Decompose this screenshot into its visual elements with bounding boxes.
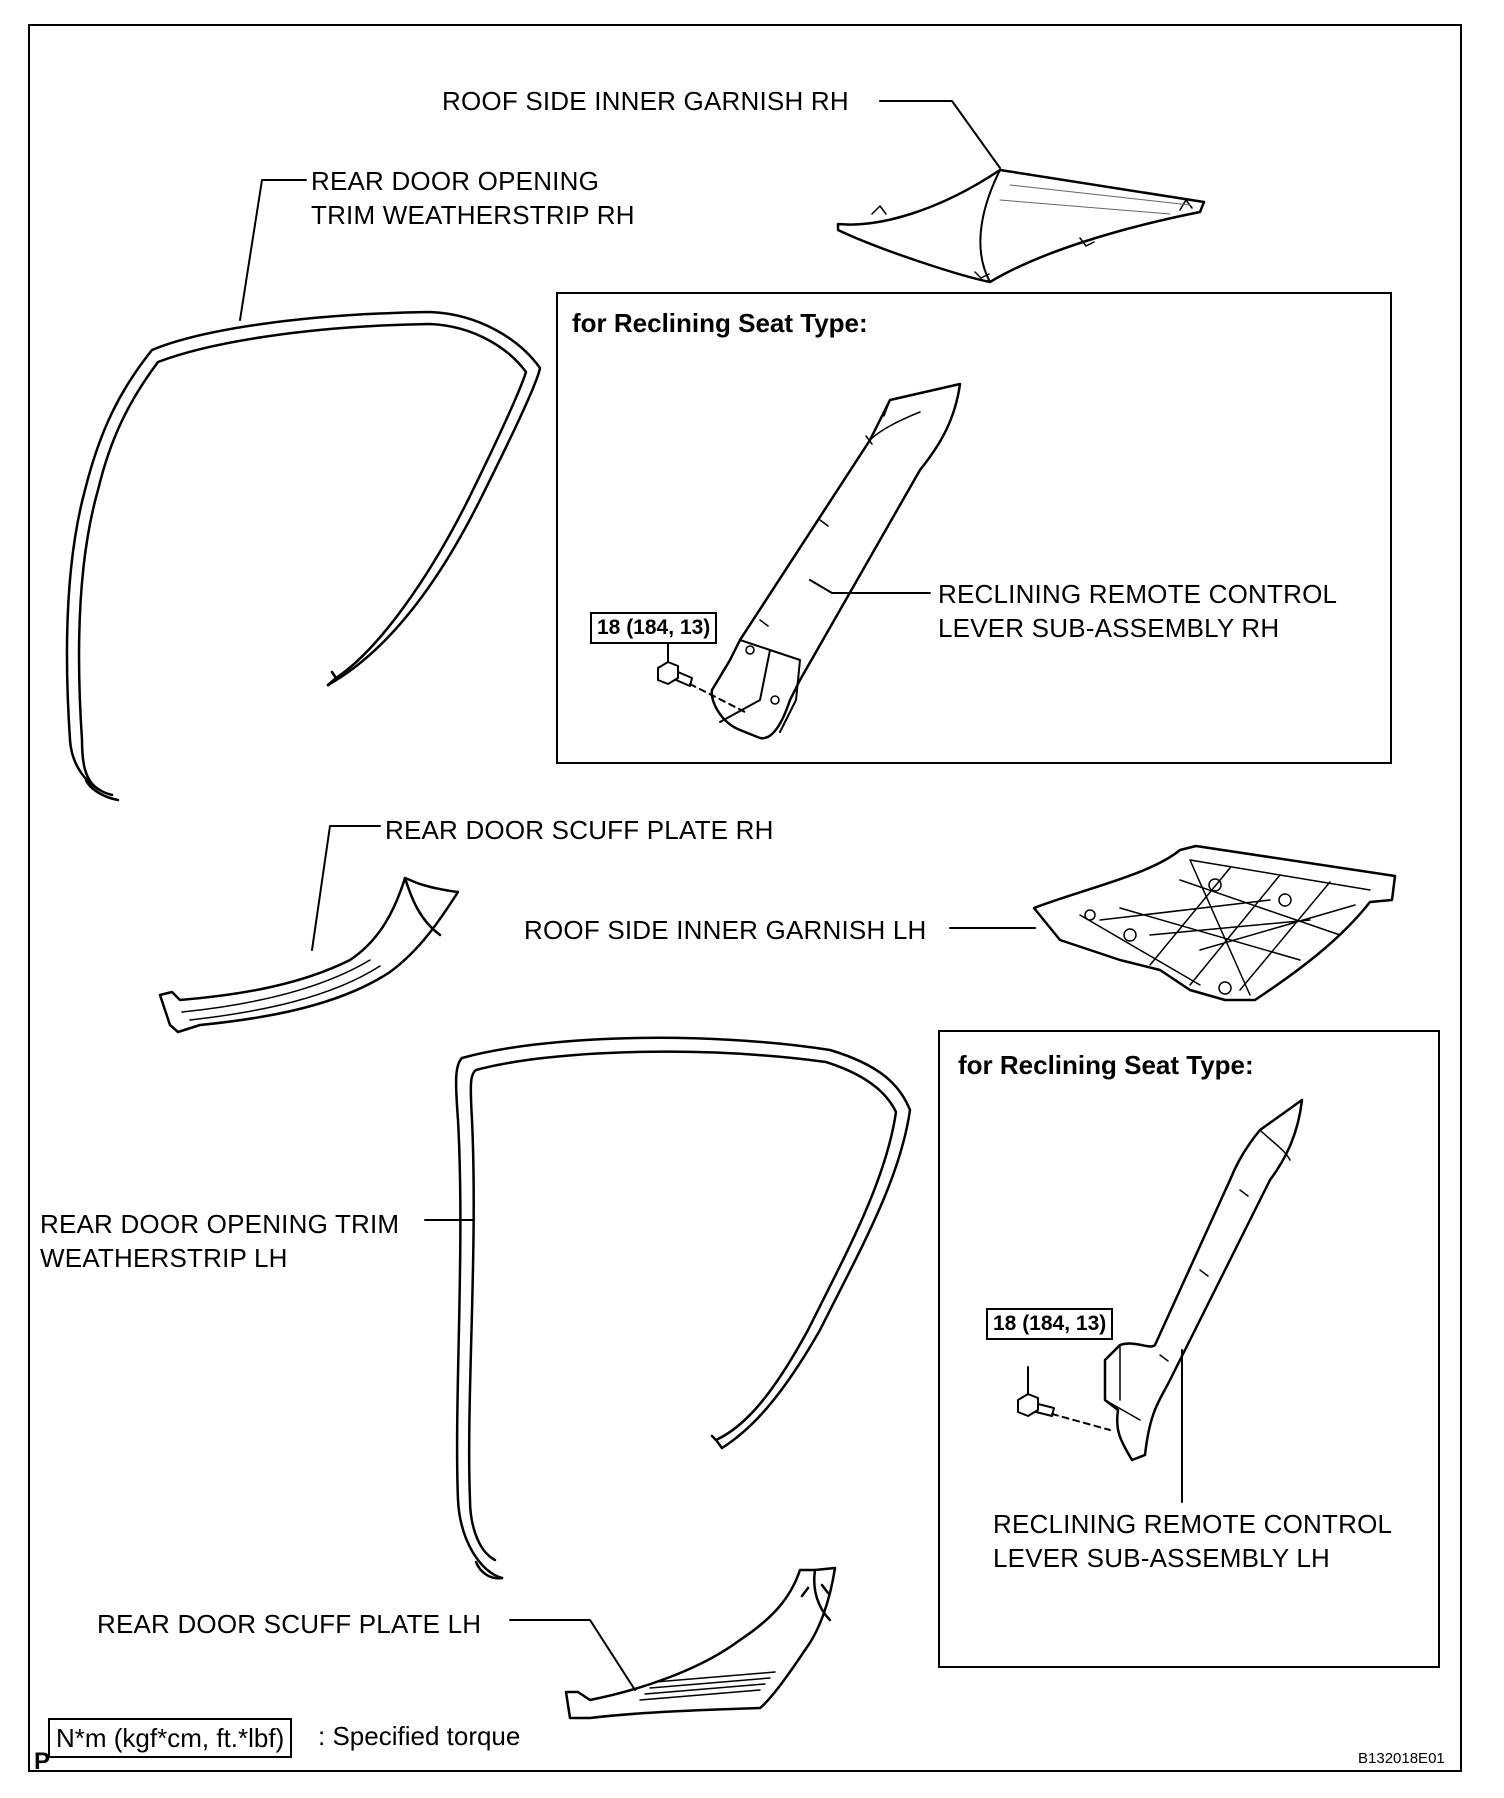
label-scuff-plate-rh: REAR DOOR SCUFF PLATE RH	[385, 815, 774, 845]
inset-box-lh	[938, 1030, 1440, 1668]
label-weatherstrip-rh-line1: REAR DOOR OPENING	[311, 166, 599, 196]
leader-scuff-plate-lh	[509, 1619, 636, 1691]
label-weatherstrip-lh-line1: REAR DOOR OPENING TRIM	[40, 1209, 400, 1239]
inset-box-rh	[556, 292, 1392, 764]
legend-description: : Specified torque	[318, 1721, 521, 1751]
legend-unit-box: N*m (kgf*cm, ft.*lbf)	[48, 1718, 293, 1758]
label-lever-rh-line2: LEVER SUB-ASSEMBLY RH	[938, 613, 1280, 643]
leader-roof-garnish-rh	[879, 100, 1001, 169]
label-lever-lh-line1: RECLINING REMOTE CONTROL	[993, 1509, 1393, 1539]
roof-side-inner-garnish-lh	[1032, 844, 1397, 1002]
torque-spec-lh: 18 (184, 13)	[986, 1308, 1114, 1340]
reclining-lever-rh	[710, 382, 962, 740]
figure-code: B132018E01	[1358, 1750, 1445, 1767]
inset-title-rh: for Reclining Seat Type:	[572, 308, 868, 338]
label-weatherstrip-rh-line2: TRIM WEATHERSTRIP RH	[311, 200, 635, 230]
rear-door-opening-trim-weatherstrip-lh	[454, 1036, 912, 1580]
label-roof-garnish-lh: ROOF SIDE INNER GARNISH LH	[524, 915, 927, 945]
rear-door-scuff-plate-rh	[158, 876, 460, 1034]
label-scuff-plate-lh: REAR DOOR SCUFF PLATE LH	[97, 1609, 482, 1639]
roof-side-inner-garnish-rh	[836, 168, 1206, 284]
leader-scuff-plate-rh	[311, 825, 381, 951]
torque-spec-rh: 18 (184, 13)	[590, 612, 718, 644]
corner-letter: P	[34, 1748, 51, 1775]
diagram-frame	[28, 24, 1462, 1772]
label-lever-rh-line1: RECLINING REMOTE CONTROL	[938, 579, 1338, 609]
label-roof-garnish-rh: ROOF SIDE INNER GARNISH RH	[442, 86, 849, 116]
leader-weatherstrip-rh	[239, 179, 307, 321]
label-lever-lh-line2: LEVER SUB-ASSEMBLY LH	[993, 1543, 1331, 1573]
rear-door-scuff-plate-lh	[564, 1566, 837, 1720]
reclining-lever-lh	[1103, 1098, 1304, 1462]
rear-door-opening-trim-weatherstrip-rh	[65, 310, 542, 802]
label-weatherstrip-lh-line2: WEATHERSTRIP LH	[40, 1243, 288, 1273]
leader-lever-rh	[809, 579, 931, 594]
inset-title-lh: for Reclining Seat Type:	[958, 1050, 1254, 1080]
